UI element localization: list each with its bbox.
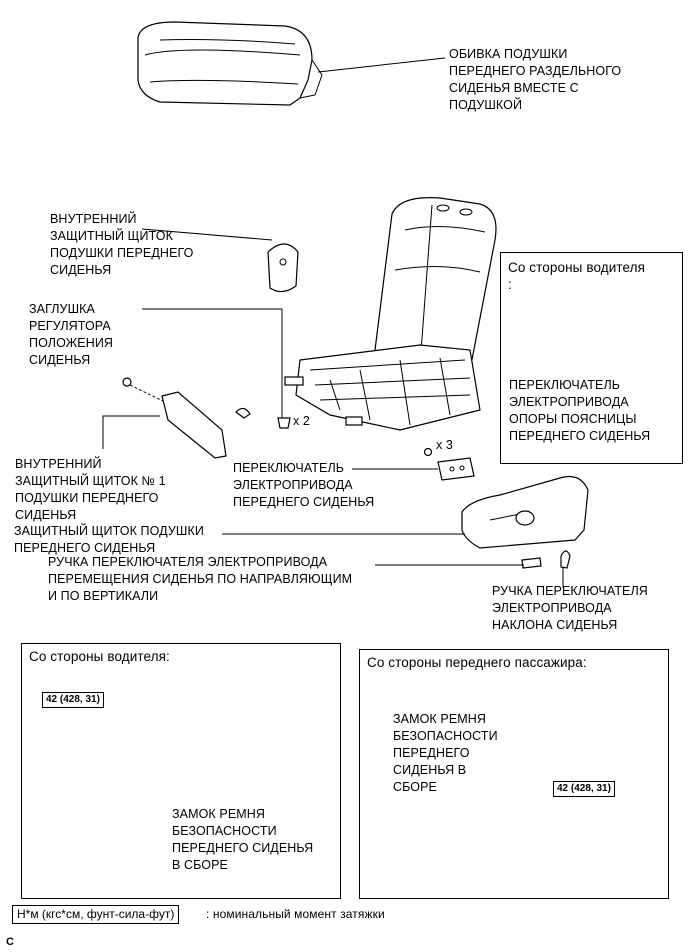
recline-knob-drawing [560, 550, 571, 569]
power-seat-switch-label: ПЕРЕКЛЮЧАТЕЛЬ ЭЛЕКТРОПРИВОДА ПЕРЕДНЕГО С… [233, 461, 375, 509]
recline-knob-label: РУЧКА ПЕРЕКЛЮЧАТЕЛЯ ЭЛЕКТРОПРИВОДА НАКЛО… [492, 584, 648, 632]
adjuster-cap-label: ЗАГЛУШКА РЕГУЛЯТОРА ПОЛОЖЕНИЯ СИДЕНЬЯ [29, 302, 114, 367]
slide-knob-drawing [521, 557, 542, 569]
qty-x3-label: x 3 [436, 438, 453, 452]
leader-cushion-cover [317, 57, 446, 73]
passenger-buckle-label: ЗАМОК РЕМНЯ БЕЗОПАСНОСТИ ПЕРЕДНЕГО СИДЕН… [393, 712, 498, 794]
seat-cushion-cover-label: ОБИВКА ПОДУШКИ ПЕРЕДНЕГО РАЗДЕЛЬНОГО СИД… [449, 47, 622, 112]
inner-shield-no1-drawing [122, 377, 251, 459]
slide-vertical-knob-label: РУЧКА ПЕРЕКЛЮЧАТЕЛЯ ЭЛЕКТРОПРИВОДА ПЕРЕМ… [48, 555, 353, 603]
passenger-side-panel: Со стороны переднего пассажира: ЗАМОК РЕ… [359, 649, 669, 899]
passenger-panel-title: Со стороны переднего пассажира: [367, 655, 587, 670]
legend-unit-box: Н*м (кгс*см, фунт-сила-фут) [12, 905, 180, 924]
driver-side-panel: Со стороны водителя: ЗАМОК РЕМНЯ БЕЗОПАС… [21, 643, 341, 899]
driver-torque-spec: 42 (428, 31) [42, 692, 104, 708]
lumbar-panel-title: Со стороны водителя : [508, 260, 646, 292]
inner-shield-drawing [267, 243, 299, 293]
inner-shield-label: ВНУТРЕННИЙ ЗАЩИТНЫЙ ЩИТОК ПОДУШКИ ПЕРЕДН… [50, 212, 194, 277]
seat-assembly-drawing [284, 196, 497, 431]
legend-description: : номинальный момент затяжки [206, 907, 385, 921]
leader-inner-shield-no1 [102, 415, 160, 449]
clip-drawing [277, 417, 291, 429]
lumbar-switch-label: ПЕРЕКЛЮЧАТЕЛЬ ЭЛЕКТРОПРИВОДА ОПОРЫ ПОЯСН… [509, 378, 651, 443]
footer-code: C [6, 936, 15, 948]
driver-panel-title: Со стороны водителя: [29, 649, 170, 664]
driver-buckle-label: ЗАМОК РЕМНЯ БЕЗОПАСНОСТИ ПЕРЕДНЕГО СИДЕН… [172, 807, 314, 872]
qty-x2-label: x 2 [293, 414, 310, 428]
lumbar-switch-panel: Со стороны водителя : ПЕРЕКЛЮЧАТЕЛЬ ЭЛЕК… [500, 252, 683, 464]
passenger-torque-spec: 42 (428, 31) [553, 781, 615, 797]
leader-inner-shield [141, 228, 273, 241]
power-seat-switch-drawing [423, 447, 475, 481]
inner-shield-no1-label: ВНУТРЕННИЙ ЗАЩИТНЫЙ ЩИТОК № 1 ПОДУШКИ ПЕ… [15, 457, 166, 522]
leader-adjuster-cap [142, 308, 283, 418]
cushion-shield-drawing [461, 475, 589, 549]
cushion-shield-label: ЗАЩИТНЫЙ ЩИТОК ПОДУШКИ ПЕРЕДНЕГО СИДЕНЬЯ [14, 524, 204, 555]
seat-cushion-cover-drawing [137, 21, 323, 106]
